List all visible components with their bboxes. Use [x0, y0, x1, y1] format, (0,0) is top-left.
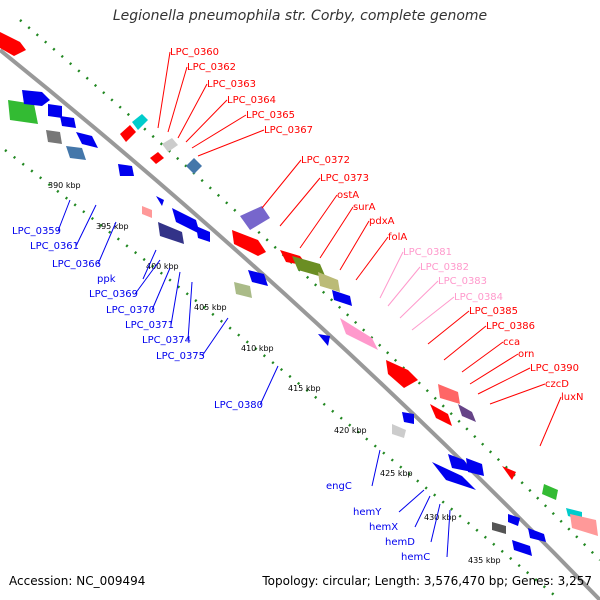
kbp-tick: 420 kbp [334, 426, 367, 435]
gene-label: LPC_0375 [156, 351, 205, 362]
gene-label: luxN [561, 392, 584, 403]
gene-label: LPC_0363 [207, 79, 256, 90]
gene-label: ostA [337, 190, 359, 201]
kbp-tick: 435 kbp [468, 556, 501, 565]
gene-label: LPC_0381 [403, 247, 452, 258]
gene-label: engC [326, 481, 352, 492]
gene-features-lower [8, 90, 546, 556]
leader-line [461, 341, 504, 373]
kbp-tick: 390 kbp [48, 181, 81, 190]
leader-line [259, 365, 279, 406]
leader-line [177, 83, 208, 139]
gene-label: LPC_0380 [214, 400, 263, 411]
gene-label: cca [503, 337, 520, 348]
gene-label: LPC_0364 [227, 95, 276, 106]
leader-line [75, 204, 97, 247]
leader-line [398, 489, 425, 513]
leader-line [191, 114, 247, 149]
leader-line [197, 129, 265, 157]
leader-line [57, 199, 71, 232]
gene-label: ppk [97, 274, 116, 285]
kbp-tick: 400 kbp [146, 262, 179, 271]
kbp-ticks: 390 kbp 395 kbp 400 kbp 405 kbp 410 kbp … [48, 181, 501, 565]
leader-line [134, 259, 161, 295]
gene-label: LPC_0362 [187, 62, 236, 73]
gene-label: LPC_0386 [486, 321, 535, 332]
gene-label: LPC_0372 [301, 155, 350, 166]
leader-line [299, 194, 338, 249]
leader-line [151, 267, 171, 311]
gene-label: LPC_0365 [246, 110, 295, 121]
accession-text: Accession: NC_009494 [9, 574, 146, 588]
leader-line [167, 66, 188, 133]
gene-label: orn [518, 349, 534, 360]
leader-line [469, 353, 519, 385]
leader-line [157, 51, 171, 129]
leader-line [414, 495, 431, 528]
leader-line [371, 449, 381, 487]
leader-line [279, 177, 321, 227]
leader-line [430, 503, 441, 543]
leader-line [142, 249, 157, 280]
leader-line [185, 99, 228, 143]
gene-label: hemY [353, 507, 382, 518]
gene-label: czcD [545, 379, 569, 390]
gene-labels-lower: LPC_0359LPC_0361LPC_0366ppkLPC_0369LPC_0… [12, 199, 451, 563]
gene-label: pdxA [369, 216, 395, 227]
leader-line [201, 317, 229, 357]
leader-line [170, 271, 181, 326]
gene-label: LPC_0359 [12, 226, 61, 237]
leader-line [399, 280, 439, 319]
topology-text: Topology: circular; Length: 3,576,470 bp… [262, 574, 592, 588]
gene-label: LPC_0374 [142, 335, 191, 346]
gene-label: LPC_0369 [89, 289, 138, 300]
leader-line [443, 325, 487, 361]
leader-line [427, 310, 470, 345]
map-title: Legionella pneumophila str. Corby, compl… [112, 8, 488, 24]
gene-label: LPC_0383 [438, 276, 487, 287]
gene-label: LPC_0373 [320, 173, 369, 184]
leader-line [355, 236, 389, 281]
gene-label: LPC_0366 [52, 259, 101, 270]
gene-label: LPC_0367 [264, 125, 313, 136]
leader-line [411, 296, 455, 331]
leader-line [446, 509, 451, 558]
leader-line [387, 266, 421, 307]
gene-label: hemD [385, 537, 415, 548]
kbp-tick: 410 kbp [241, 344, 274, 353]
leader-line [489, 383, 546, 405]
leader-line [187, 281, 193, 341]
kbp-tick: 395 kbp [96, 222, 129, 231]
gene-label: LPC_0370 [106, 305, 155, 316]
gene-labels-upper: LPC_0360LPC_0362LPC_0363LPC_0364LPC_0365… [157, 47, 584, 447]
gene-label: LPC_0390 [530, 363, 579, 374]
kbp-tick: 405 kbp [194, 303, 227, 312]
leader-line [339, 220, 370, 271]
gene-label: hemC [401, 552, 430, 563]
kbp-tick: 430 kbp [424, 513, 457, 522]
gene-features-upper [0, 32, 598, 536]
kbp-tick: 425 kbp [380, 469, 413, 478]
gene-label: LPC_0360 [170, 47, 219, 58]
gene-label: surA [353, 202, 376, 213]
leader-line [379, 251, 404, 299]
leader-line [319, 206, 354, 259]
leader-line [97, 221, 117, 265]
kbp-tick: 415 kbp [288, 384, 321, 393]
gene-label: hemX [369, 522, 398, 533]
gene-label: LPC_0361 [30, 241, 79, 252]
gene-label: LPC_0384 [454, 292, 503, 303]
leader-line [539, 396, 562, 447]
gene-label: LPC_0385 [469, 306, 518, 317]
genome-backbone [0, 48, 600, 600]
gene-label: LPC_0371 [125, 320, 174, 331]
leader-line [261, 159, 302, 209]
leader-line [477, 367, 531, 395]
gene-label: LPC_0382 [420, 262, 469, 273]
gene-label: folA [388, 232, 407, 243]
